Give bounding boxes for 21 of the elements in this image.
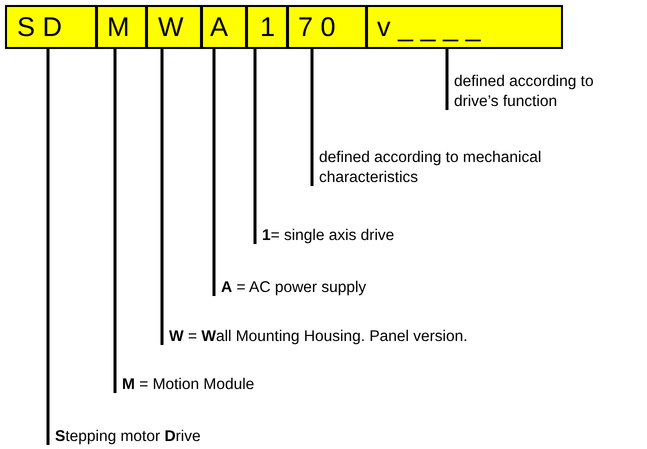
code-letter-cell: A — [201, 5, 247, 49]
description-text: W = Wall Mounting Housing. Panel version. — [163, 327, 603, 347]
description-text: Stepping motor Drive — [49, 427, 299, 447]
leader-line — [46, 49, 50, 445]
description-text: M = Motion Module — [116, 375, 366, 395]
leader-line — [212, 49, 216, 296]
leader-line — [446, 49, 448, 110]
code-letter-cell: M — [96, 5, 147, 49]
code-letter-cell: 1 — [246, 5, 288, 49]
code-letter-cell: S D — [5, 5, 97, 49]
code-letter-cell: 7 0 — [287, 5, 367, 49]
description-text: 1= single axis drive — [256, 226, 506, 246]
leader-line — [310, 49, 314, 186]
code-letter-cell: v _ _ _ _ — [366, 5, 563, 49]
code-letter-cell: W — [146, 5, 202, 49]
leader-line — [160, 49, 164, 345]
description-text: defined according to drive’s function — [448, 72, 638, 112]
leader-line — [254, 49, 256, 244]
description-text: defined according to mechanical characteristics — [313, 148, 563, 188]
description-text: A = AC power supply — [215, 278, 465, 298]
leader-line — [114, 49, 116, 393]
